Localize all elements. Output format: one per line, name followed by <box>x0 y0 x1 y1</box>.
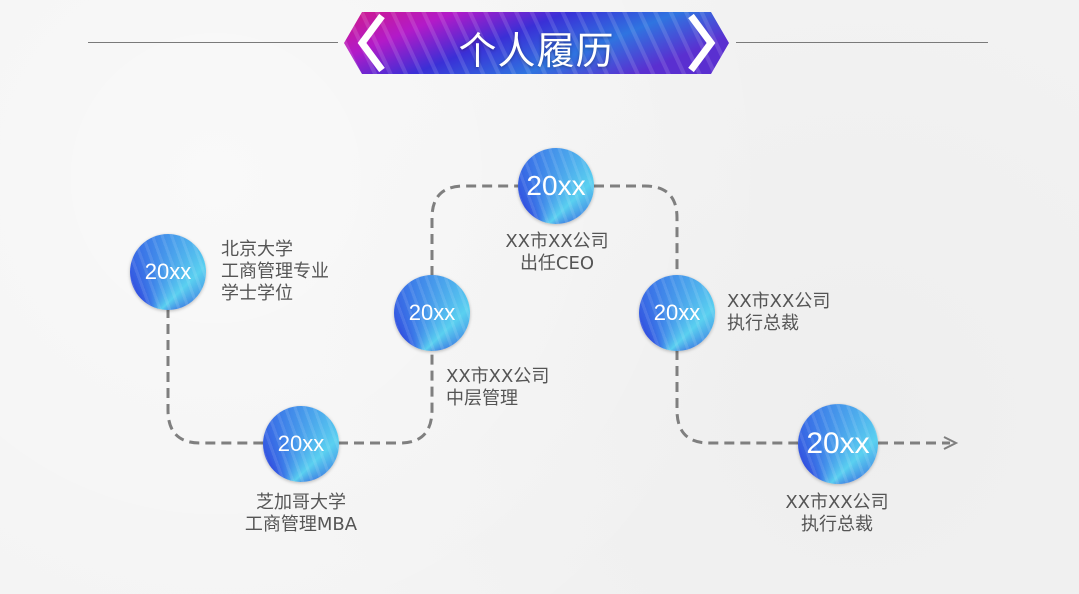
node-6-label: XX市XX公司 执行总裁 <box>785 492 889 535</box>
node-5-label: XX市XX公司 执行总裁 <box>727 291 831 334</box>
arrow-head-icon <box>943 436 959 450</box>
node-4-label: XX市XX公司 出任CEO <box>505 231 609 274</box>
node-year: 20xx <box>277 431 325 456</box>
timeline-node-2: 20xx <box>263 406 339 482</box>
timeline-node-4: 20xx <box>518 148 594 224</box>
timeline-node-1: 20xx <box>130 234 206 310</box>
node-3-label: XX市XX公司 中层管理 <box>446 366 550 409</box>
title-banner: 个人履历 <box>344 12 729 74</box>
node-year: 20xx <box>408 300 456 325</box>
node-year: 20xx <box>653 300 701 325</box>
title-rule-left <box>88 42 338 43</box>
timeline-node-5: 20xx <box>639 275 715 351</box>
node-2-label: 芝加哥大学 工商管理MBA <box>244 492 358 535</box>
node-year: 20xx <box>526 170 586 201</box>
node-year: 20xx <box>806 427 870 460</box>
timeline-node-3: 20xx <box>394 275 470 351</box>
node-year: 20xx <box>144 259 192 284</box>
title-rule-right <box>736 42 988 43</box>
timeline-node-6: 20xx <box>798 404 878 484</box>
page-title: 个人履历 <box>458 29 615 73</box>
banner-shape <box>344 12 729 74</box>
node-1-label: 北京大学 工商管理专业 学士学位 <box>221 239 329 304</box>
